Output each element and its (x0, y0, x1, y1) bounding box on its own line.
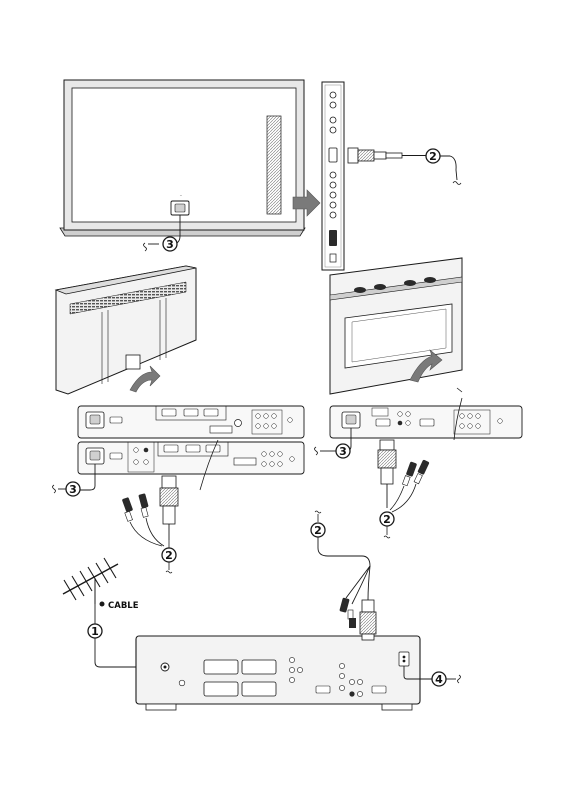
right-cable-bundle: 2 (377, 439, 430, 539)
callout-2-side: 2 (429, 150, 437, 163)
side-connector-panel (321, 81, 345, 271)
antenna-icon (62, 557, 119, 604)
monitor-front: ~ 3 (59, 79, 306, 252)
rca-plug-icon (402, 459, 430, 487)
callout-2-receiver: 2 (314, 524, 322, 537)
monitor-rear-right (329, 257, 463, 395)
vga-connector-icon (159, 487, 179, 507)
svg-text:~: ~ (180, 194, 183, 198)
vga-connector-icon (328, 147, 338, 163)
rca-plug-icon (122, 493, 149, 522)
left-connector-panel-top (77, 405, 305, 439)
right-connector-panel (329, 405, 523, 439)
power-socket-icon: ~ (170, 194, 190, 216)
left-connector-panel-bottom (77, 441, 305, 475)
side-connector-strip (266, 115, 282, 215)
callout-2-left: 2 (165, 549, 173, 562)
arrow-icon (292, 189, 321, 217)
arrow-icon (129, 365, 161, 393)
vga-connector-icon (377, 449, 397, 469)
callout-3-left: 3 (69, 483, 77, 496)
vga-cable-side: 2 (347, 147, 462, 185)
monitor-rear-left (54, 265, 197, 395)
callout-3-right: 3 (339, 445, 347, 458)
callout-4: 4 (435, 673, 443, 686)
power-socket-icon (398, 651, 410, 667)
vga-connector-icon (359, 611, 377, 635)
arrow-icon (409, 349, 443, 383)
right-power-lead: 3 (314, 428, 352, 459)
receiver-back-panel (135, 635, 421, 711)
cable-label: CABLE (108, 601, 139, 611)
receiver-cable-bundle: 2 (310, 510, 377, 641)
left-power-lead: 3 (52, 464, 96, 497)
callout-3-front: 3 (166, 238, 174, 251)
left-cable-bundle: 2 (122, 475, 179, 574)
callout-1: 1 (91, 625, 99, 638)
callout-2-right: 2 (383, 513, 391, 526)
rca-plug-icon (339, 597, 356, 628)
